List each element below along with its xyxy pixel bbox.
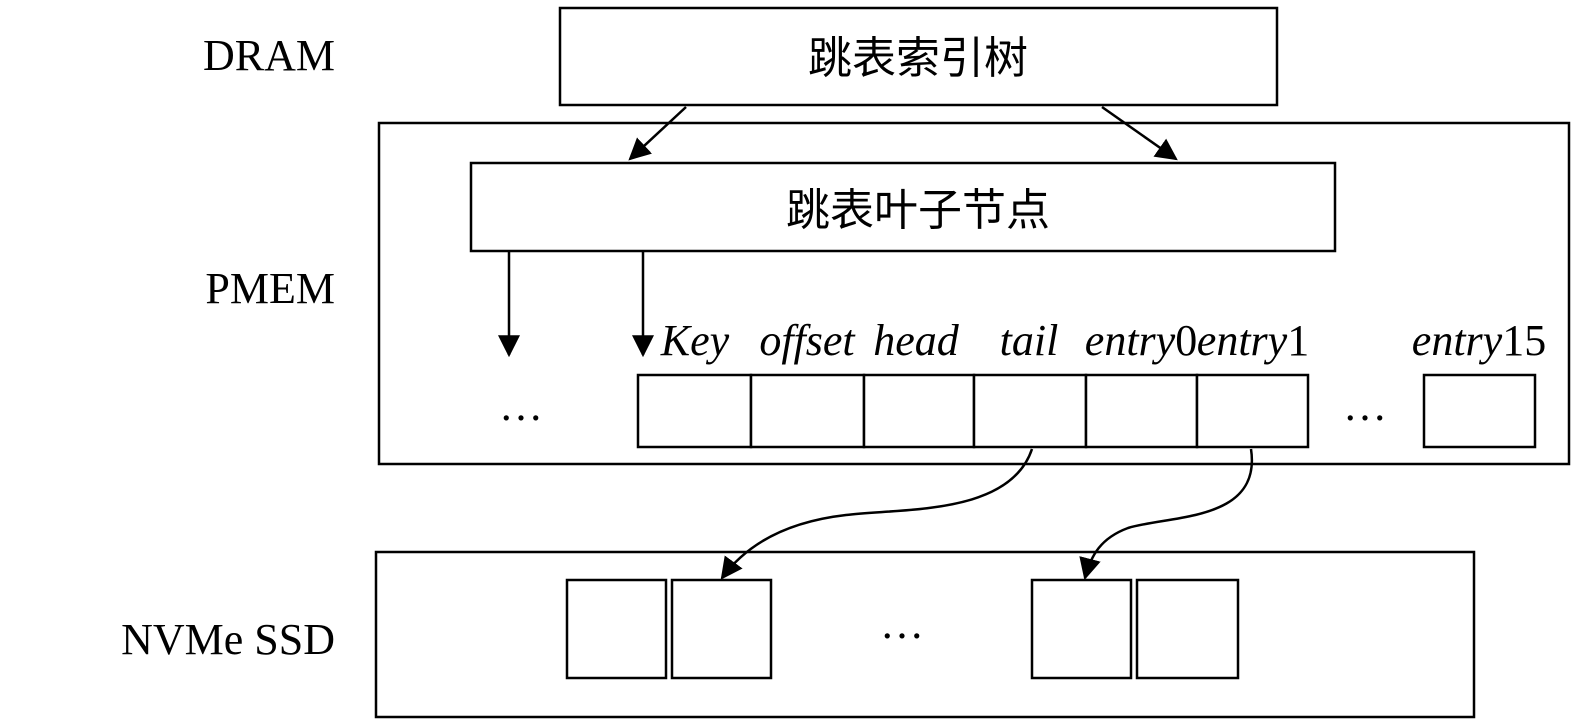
entry15-number: 15 — [1502, 316, 1546, 365]
field-label-tail: tail — [1000, 316, 1059, 365]
ssd-block-4 — [1135, 578, 1240, 680]
ssd-blocks-ellipsis: … — [880, 599, 924, 648]
field-label-offset: offset — [759, 316, 856, 365]
entry0-name: entry — [1085, 316, 1176, 365]
cell-entry1 — [1195, 373, 1310, 449]
nvme-region — [374, 550, 1476, 719]
entry1-number: 1 — [1287, 316, 1309, 365]
cell-offset — [749, 373, 866, 449]
leaf-node-box — [469, 161, 1337, 253]
field-label-entry1: entry1 — [1197, 316, 1309, 365]
cell-key — [636, 373, 753, 449]
cell-entry0 — [1084, 373, 1199, 449]
layer-label-dram: DRAM — [203, 31, 335, 80]
pmem-left-ellipsis: … — [499, 381, 543, 430]
field-label-key: Key — [660, 316, 730, 365]
ssd-block-3 — [1030, 578, 1133, 680]
index-tree-label: 跳表索引树 — [808, 33, 1028, 84]
field-label-entry15: entry15 — [1412, 316, 1546, 365]
field-label-head: head — [873, 316, 960, 365]
index-to-leaf-arrow-right — [1101, 105, 1178, 161]
cell-head — [862, 373, 976, 449]
entry15-name: entry — [1412, 316, 1503, 365]
cell-tail — [972, 373, 1088, 449]
leaf-node-label: 跳表叶子节点 — [786, 185, 1050, 236]
entry0-to-ssd-arrow — [720, 448, 1034, 580]
field-label-entry0: entry0 — [1085, 316, 1197, 365]
index-to-leaf-arrow-left — [628, 106, 687, 161]
ssd-block-1 — [565, 578, 668, 680]
ssd-block-2 — [670, 578, 773, 680]
entry1-name: entry — [1197, 316, 1288, 365]
entry0-number: 0 — [1175, 316, 1197, 365]
pmem-region — [377, 121, 1571, 466]
layer-label-nvme: NVMe SSD — [121, 615, 335, 664]
entries-ellipsis: … — [1343, 381, 1387, 430]
layer-label-pmem: PMEM — [205, 264, 335, 313]
entry1-to-ssd-arrow — [1079, 448, 1254, 581]
index-tree-box — [558, 6, 1279, 107]
cell-entry15 — [1422, 373, 1537, 449]
